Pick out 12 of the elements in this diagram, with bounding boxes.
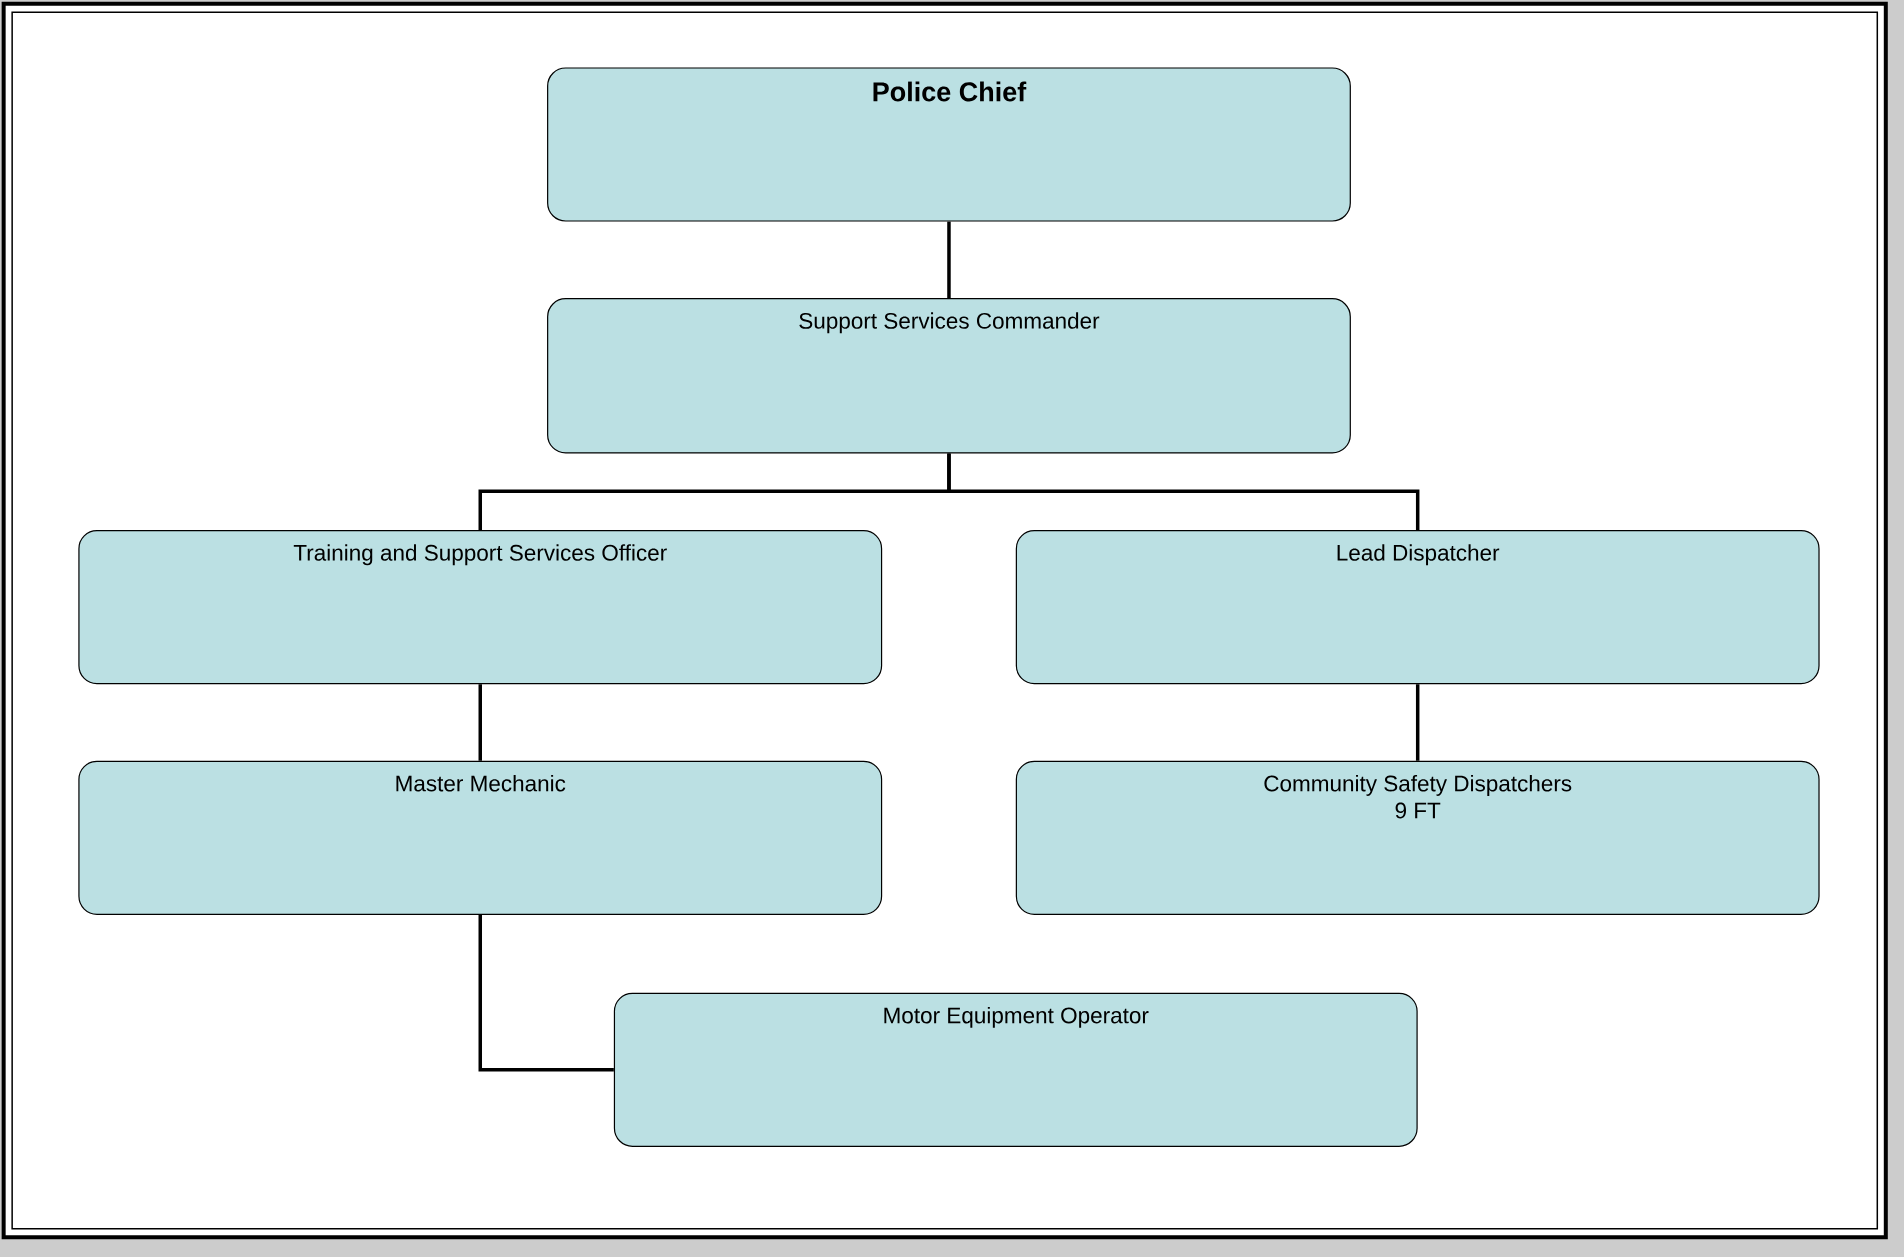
connector-line bbox=[478, 684, 482, 761]
role-box: Training and Support Services Officer bbox=[78, 530, 883, 685]
connector-line bbox=[947, 221, 951, 299]
role-box: Police Chief bbox=[547, 67, 1351, 222]
role-box: Support Services Commander bbox=[547, 298, 1351, 454]
role-box: Lead Dispatcher bbox=[1015, 530, 1820, 685]
role-box: Master Mechanic bbox=[78, 760, 883, 915]
connector-line bbox=[478, 914, 614, 1072]
role-box: Community Safety Dispatchers 9 FT bbox=[1015, 760, 1820, 915]
role-box: Motor Equipment Operator bbox=[613, 992, 1418, 1147]
connector-line bbox=[947, 453, 1420, 531]
connector-line bbox=[1415, 684, 1420, 761]
